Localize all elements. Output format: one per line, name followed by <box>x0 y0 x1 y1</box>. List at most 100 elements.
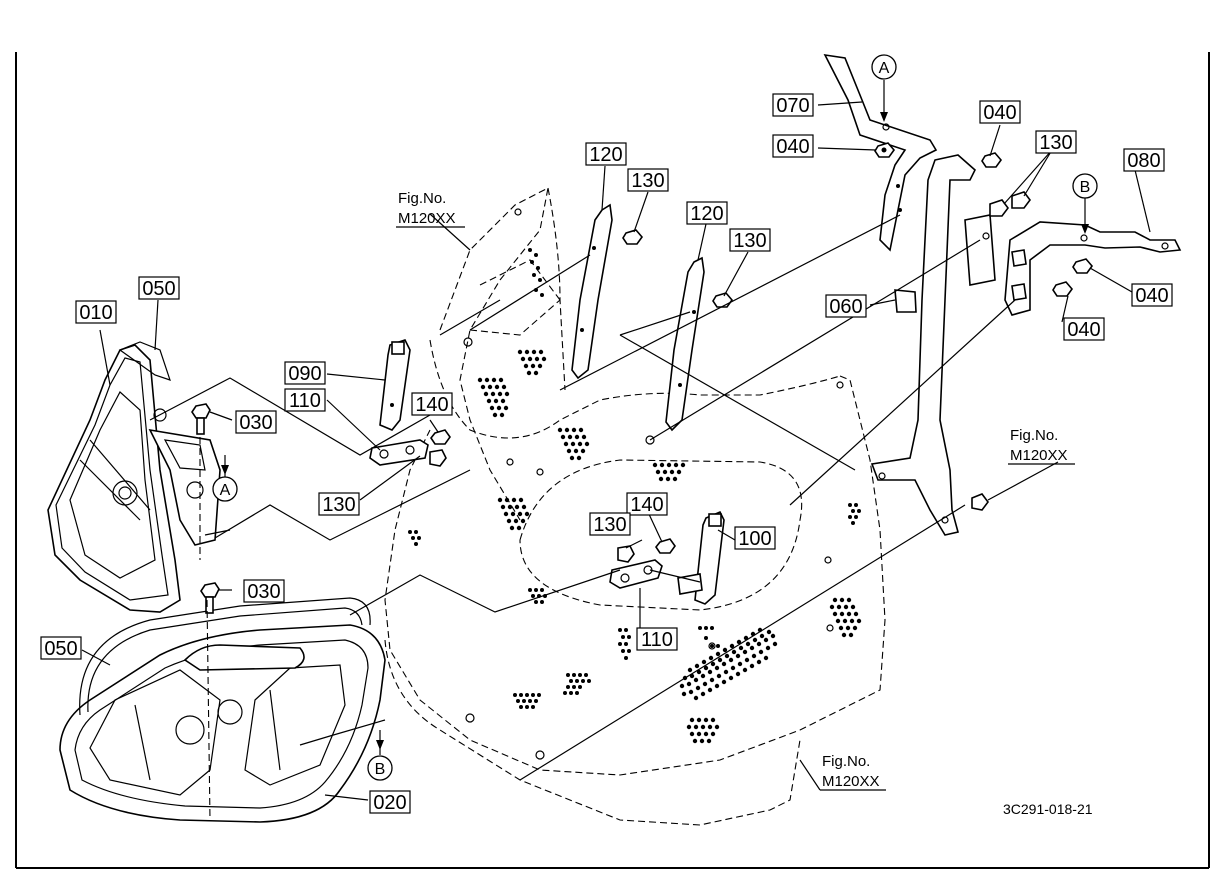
svg-text:140: 140 <box>630 494 663 516</box>
part-label-140-center: 140 <box>626 492 668 516</box>
svg-text:040: 040 <box>1067 319 1100 341</box>
nut-040-a <box>874 142 896 158</box>
part-label-120-left: 120 <box>585 142 627 166</box>
nut-140-center <box>655 538 676 554</box>
svg-text:120: 120 <box>690 203 723 225</box>
bolt-130-strip-left <box>622 229 644 245</box>
part-label-100: 100 <box>734 526 776 550</box>
svg-text:090: 090 <box>288 363 321 385</box>
headlight-020 <box>59 597 386 823</box>
part-label-050-upper: 050 <box>138 276 180 300</box>
fig-ref-bottom: Fig.No. M120XX <box>820 753 886 791</box>
svg-text:130: 130 <box>733 230 766 252</box>
svg-text:M120XX: M120XX <box>1010 447 1068 464</box>
svg-text:080: 080 <box>1127 150 1160 172</box>
bolt-130-center <box>617 545 635 563</box>
bracket-100 <box>677 510 725 605</box>
part-label-040-d: 040 <box>1063 317 1105 341</box>
svg-text:Fig.No.: Fig.No. <box>822 753 870 770</box>
part-label-080: 080 <box>1123 148 1165 172</box>
svg-text:050: 050 <box>142 278 175 300</box>
part-label-040-b: 040 <box>979 100 1021 124</box>
bracket-110-center <box>609 559 663 589</box>
part-label-120-right: 120 <box>686 201 728 225</box>
fig-ref-top: Fig.No. M120XX <box>396 190 465 228</box>
part-label-130-strip-right: 130 <box>729 228 771 252</box>
svg-text:050: 050 <box>44 638 77 660</box>
bolt-right-lower <box>971 493 989 511</box>
marker-a-top: A <box>871 54 897 80</box>
svg-text:Fig.No.: Fig.No. <box>1010 427 1058 444</box>
svg-text:Fig.No.: Fig.No. <box>398 190 446 207</box>
part-label-130-strip-left: 130 <box>627 168 669 192</box>
bracket-110-left <box>369 439 429 466</box>
bolt-130-frame-b <box>989 199 1009 217</box>
hood-holes <box>463 208 844 760</box>
part-label-050-lower: 050 <box>40 636 82 660</box>
part-label-130-frame: 130 <box>1035 130 1077 154</box>
svg-text:040: 040 <box>983 102 1016 124</box>
bracket-090 <box>379 339 411 431</box>
svg-text:110: 110 <box>641 629 673 651</box>
svg-text:030: 030 <box>239 412 272 434</box>
strip-120-right <box>665 256 705 432</box>
svg-text:130: 130 <box>1039 132 1072 154</box>
svg-text:B: B <box>375 761 386 778</box>
part-label-130-left: 130 <box>318 492 360 516</box>
svg-text:130: 130 <box>322 494 355 516</box>
bolt-130-left <box>429 449 447 467</box>
part-label-140-left: 140 <box>411 392 453 416</box>
svg-text:130: 130 <box>631 170 664 192</box>
part-label-090: 090 <box>284 361 326 385</box>
bolt-130-strip-right <box>712 292 734 308</box>
bracket-080 <box>1004 221 1182 316</box>
nut-040-c <box>1072 258 1094 274</box>
part-label-010: 010 <box>75 300 117 324</box>
drawing-frame <box>15 52 1210 869</box>
svg-text:M120XX: M120XX <box>398 210 456 227</box>
fig-ref-right: Fig.No. M120XX <box>1008 427 1075 465</box>
svg-text:A: A <box>879 60 890 77</box>
part-label-030-lower: 030 <box>243 579 285 603</box>
svg-text:110: 110 <box>289 390 321 412</box>
svg-text:120: 120 <box>589 144 622 166</box>
svg-text:140: 140 <box>415 394 448 416</box>
leader-lines <box>81 80 1151 821</box>
svg-text:030: 030 <box>247 581 280 603</box>
part-label-060: 060 <box>825 294 867 318</box>
part-label-110-center: 110 <box>636 627 678 651</box>
svg-text:A: A <box>220 482 231 499</box>
bolt-130-frame-a <box>1011 191 1031 209</box>
svg-text:040: 040 <box>776 136 809 158</box>
svg-text:070: 070 <box>776 95 809 117</box>
part-label-130-center: 130 <box>589 512 631 536</box>
headlight-010 <box>47 341 231 613</box>
svg-text:B: B <box>1080 179 1091 196</box>
svg-text:040: 040 <box>1135 285 1168 307</box>
svg-text:020: 020 <box>373 792 406 814</box>
nut-040-b <box>981 152 1003 168</box>
svg-text:100: 100 <box>738 528 771 550</box>
part-label-030-upper: 030 <box>235 410 277 434</box>
part-label-040-c: 040 <box>1131 283 1173 307</box>
grille-perforations <box>408 248 862 744</box>
svg-text:010: 010 <box>79 302 112 324</box>
part-label-040-a: 040 <box>772 134 814 158</box>
part-label-070: 070 <box>772 93 814 117</box>
svg-text:M120XX: M120XX <box>822 773 880 790</box>
nut-040-d <box>1052 281 1074 297</box>
part-label-020: 020 <box>369 790 411 814</box>
drawing-code: 3C291-018-21 <box>1003 801 1093 817</box>
bracket-060 <box>870 154 996 536</box>
hood-grille <box>384 186 886 826</box>
bolt-030-lower <box>200 582 220 614</box>
svg-text:060: 060 <box>829 296 862 318</box>
bolt-030-upper <box>191 403 211 435</box>
strip-120-left <box>571 203 613 380</box>
marker-b-left: B <box>367 755 393 781</box>
marker-a-left: A <box>212 476 238 502</box>
marker-b-top: B <box>1072 173 1098 199</box>
nut-140-left <box>430 429 451 445</box>
part-label-110-left: 110 <box>284 388 326 412</box>
